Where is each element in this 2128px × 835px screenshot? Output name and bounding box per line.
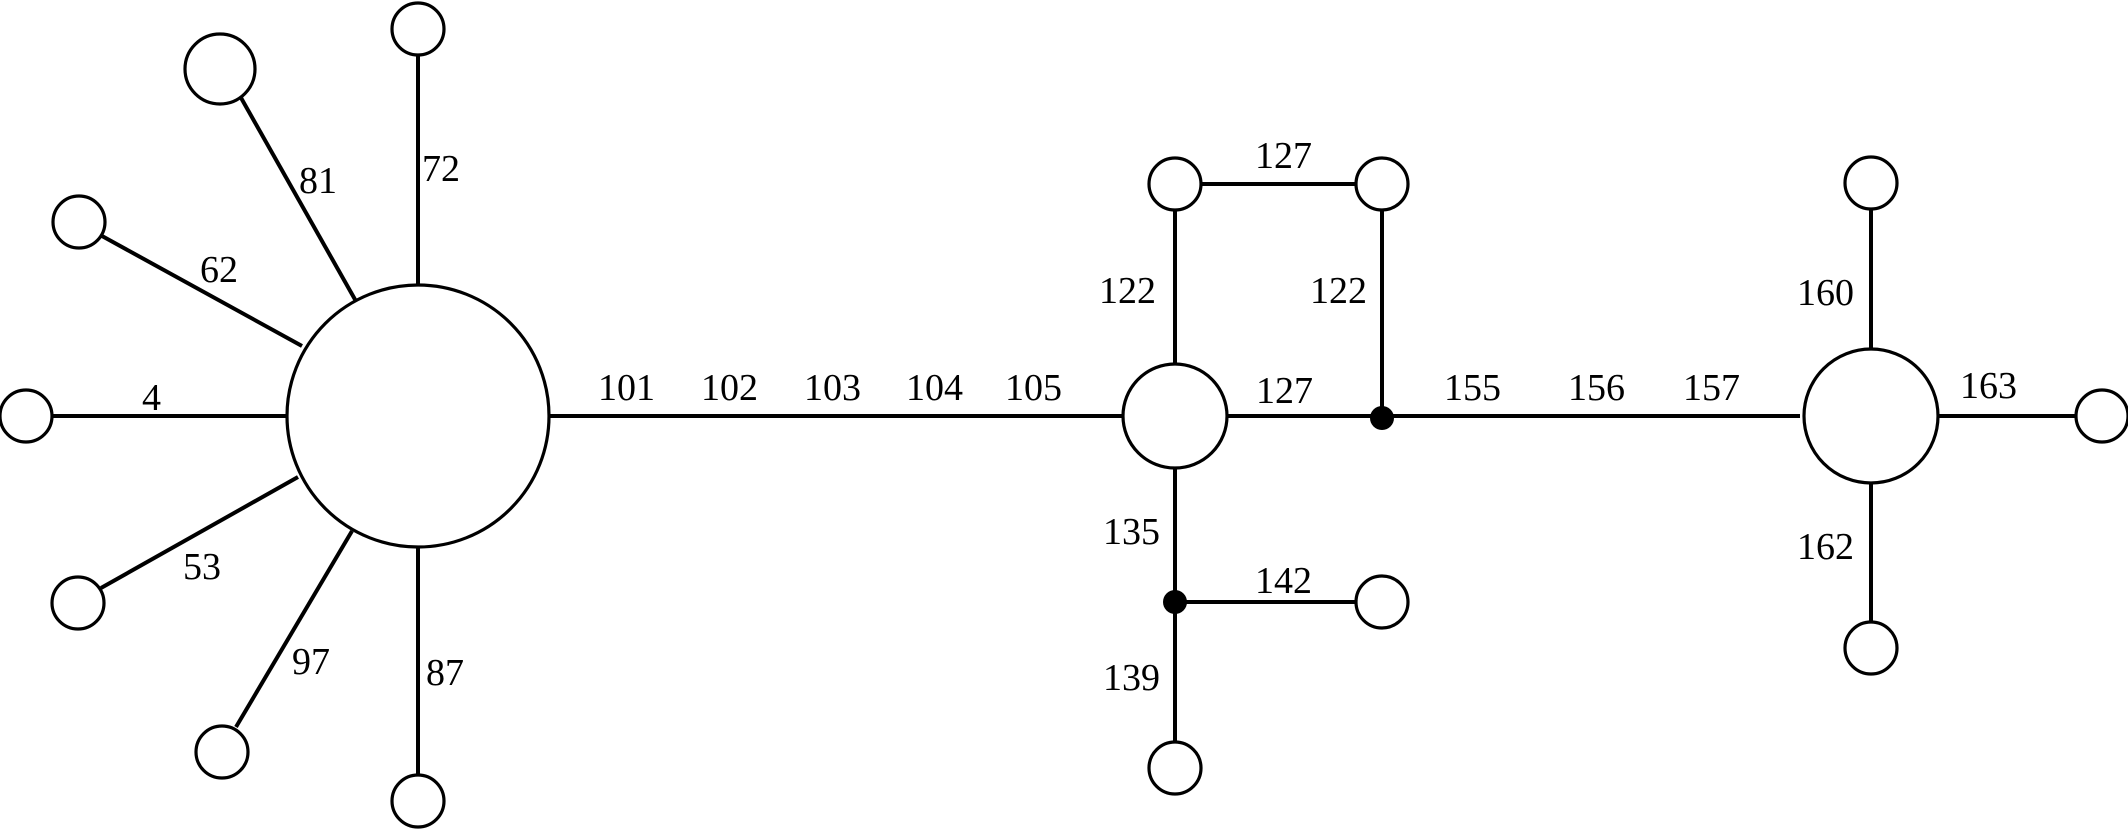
right-leaf-node-top — [1843, 155, 1899, 211]
label-81: 81 — [299, 160, 337, 202]
label-104: 104 — [906, 367, 963, 409]
label-87: 87 — [426, 652, 464, 694]
label-156: 156 — [1568, 367, 1625, 409]
leaf-node-lower-right — [1354, 574, 1410, 630]
label-142: 142 — [1255, 560, 1312, 602]
edge-hub-to-bottom-left — [234, 529, 354, 729]
leaf-node-lower-left — [50, 575, 106, 631]
loop-node-right — [1354, 156, 1410, 212]
label-102: 102 — [701, 367, 758, 409]
junction-lower — [1163, 590, 1187, 614]
right-leaf-node-right — [2074, 388, 2128, 444]
edge-hub-to-lower-left — [100, 475, 299, 590]
label-155: 155 — [1444, 367, 1501, 409]
junction-upper — [1370, 406, 1394, 430]
leaf-node-top — [390, 1, 446, 57]
label-72: 72 — [422, 148, 460, 190]
center-node — [1121, 362, 1229, 470]
label-139: 139 — [1103, 657, 1160, 699]
leaf-node-bottom-left — [194, 724, 250, 780]
network-edges — [52, 55, 2077, 774]
edge-labels: 4 62 81 72 53 97 87 101 102 103 104 105 … — [142, 135, 2017, 699]
leaf-node-left — [0, 388, 54, 444]
right-leaf-node-bottom — [1843, 620, 1899, 676]
label-4: 4 — [142, 377, 161, 419]
leaf-node-upper-left — [51, 194, 107, 250]
label-122-left: 122 — [1099, 270, 1156, 312]
label-62: 62 — [200, 249, 238, 291]
label-160: 160 — [1797, 272, 1854, 314]
label-127-top: 127 — [1255, 135, 1312, 177]
loop-node-left — [1147, 156, 1203, 212]
label-97: 97 — [292, 641, 330, 683]
label-157: 157 — [1683, 367, 1740, 409]
edge-hub-to-upper-left — [101, 234, 303, 348]
leaf-node-bottom — [390, 773, 446, 829]
label-127-middle: 127 — [1256, 370, 1313, 412]
edge-hub-to-top-left — [238, 95, 359, 304]
label-163: 163 — [1960, 365, 2017, 407]
median-vectors — [1163, 406, 1394, 614]
leaf-node-top-left — [183, 32, 257, 106]
label-135: 135 — [1103, 511, 1160, 553]
label-105: 105 — [1005, 367, 1062, 409]
hub-node — [285, 283, 551, 549]
label-162: 162 — [1797, 526, 1854, 568]
leaf-node-lower-bottom — [1147, 740, 1203, 796]
label-53: 53 — [183, 546, 221, 588]
right-hub-node — [1802, 347, 1940, 485]
label-103: 103 — [804, 367, 861, 409]
label-101: 101 — [598, 367, 655, 409]
label-122-right: 122 — [1310, 270, 1367, 312]
